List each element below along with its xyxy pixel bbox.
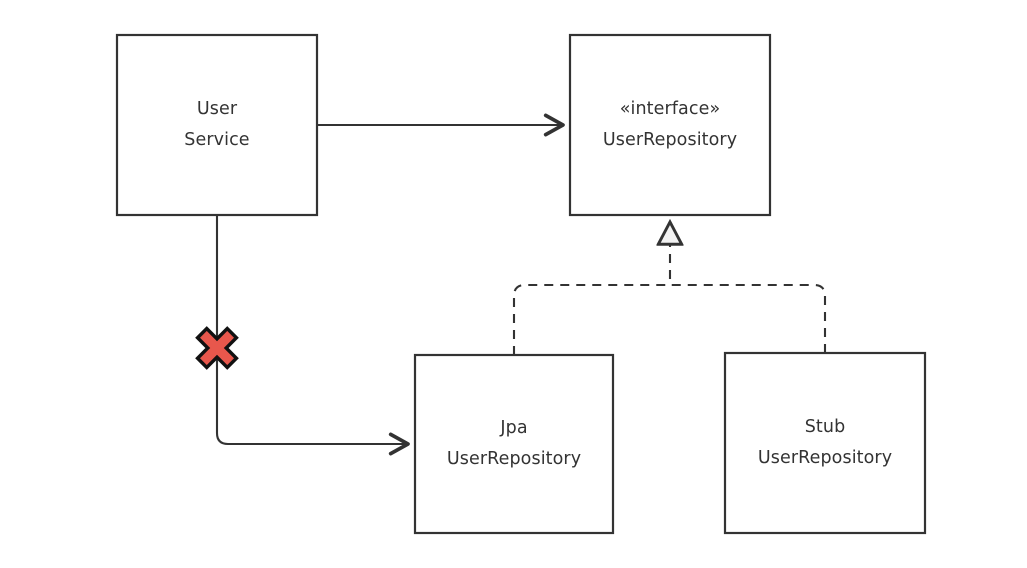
user-service-box (115, 33, 319, 217)
realization-branch-jpa (512, 283, 670, 355)
red-cross-marker (195, 326, 239, 370)
user-repository-interface-box (568, 33, 772, 217)
jpa-user-repository-box (413, 353, 615, 535)
stub-user-repository-box (723, 351, 927, 535)
realization-branch-stub (670, 283, 827, 353)
dependency-arrow-service-to-jpa (215, 215, 410, 456)
